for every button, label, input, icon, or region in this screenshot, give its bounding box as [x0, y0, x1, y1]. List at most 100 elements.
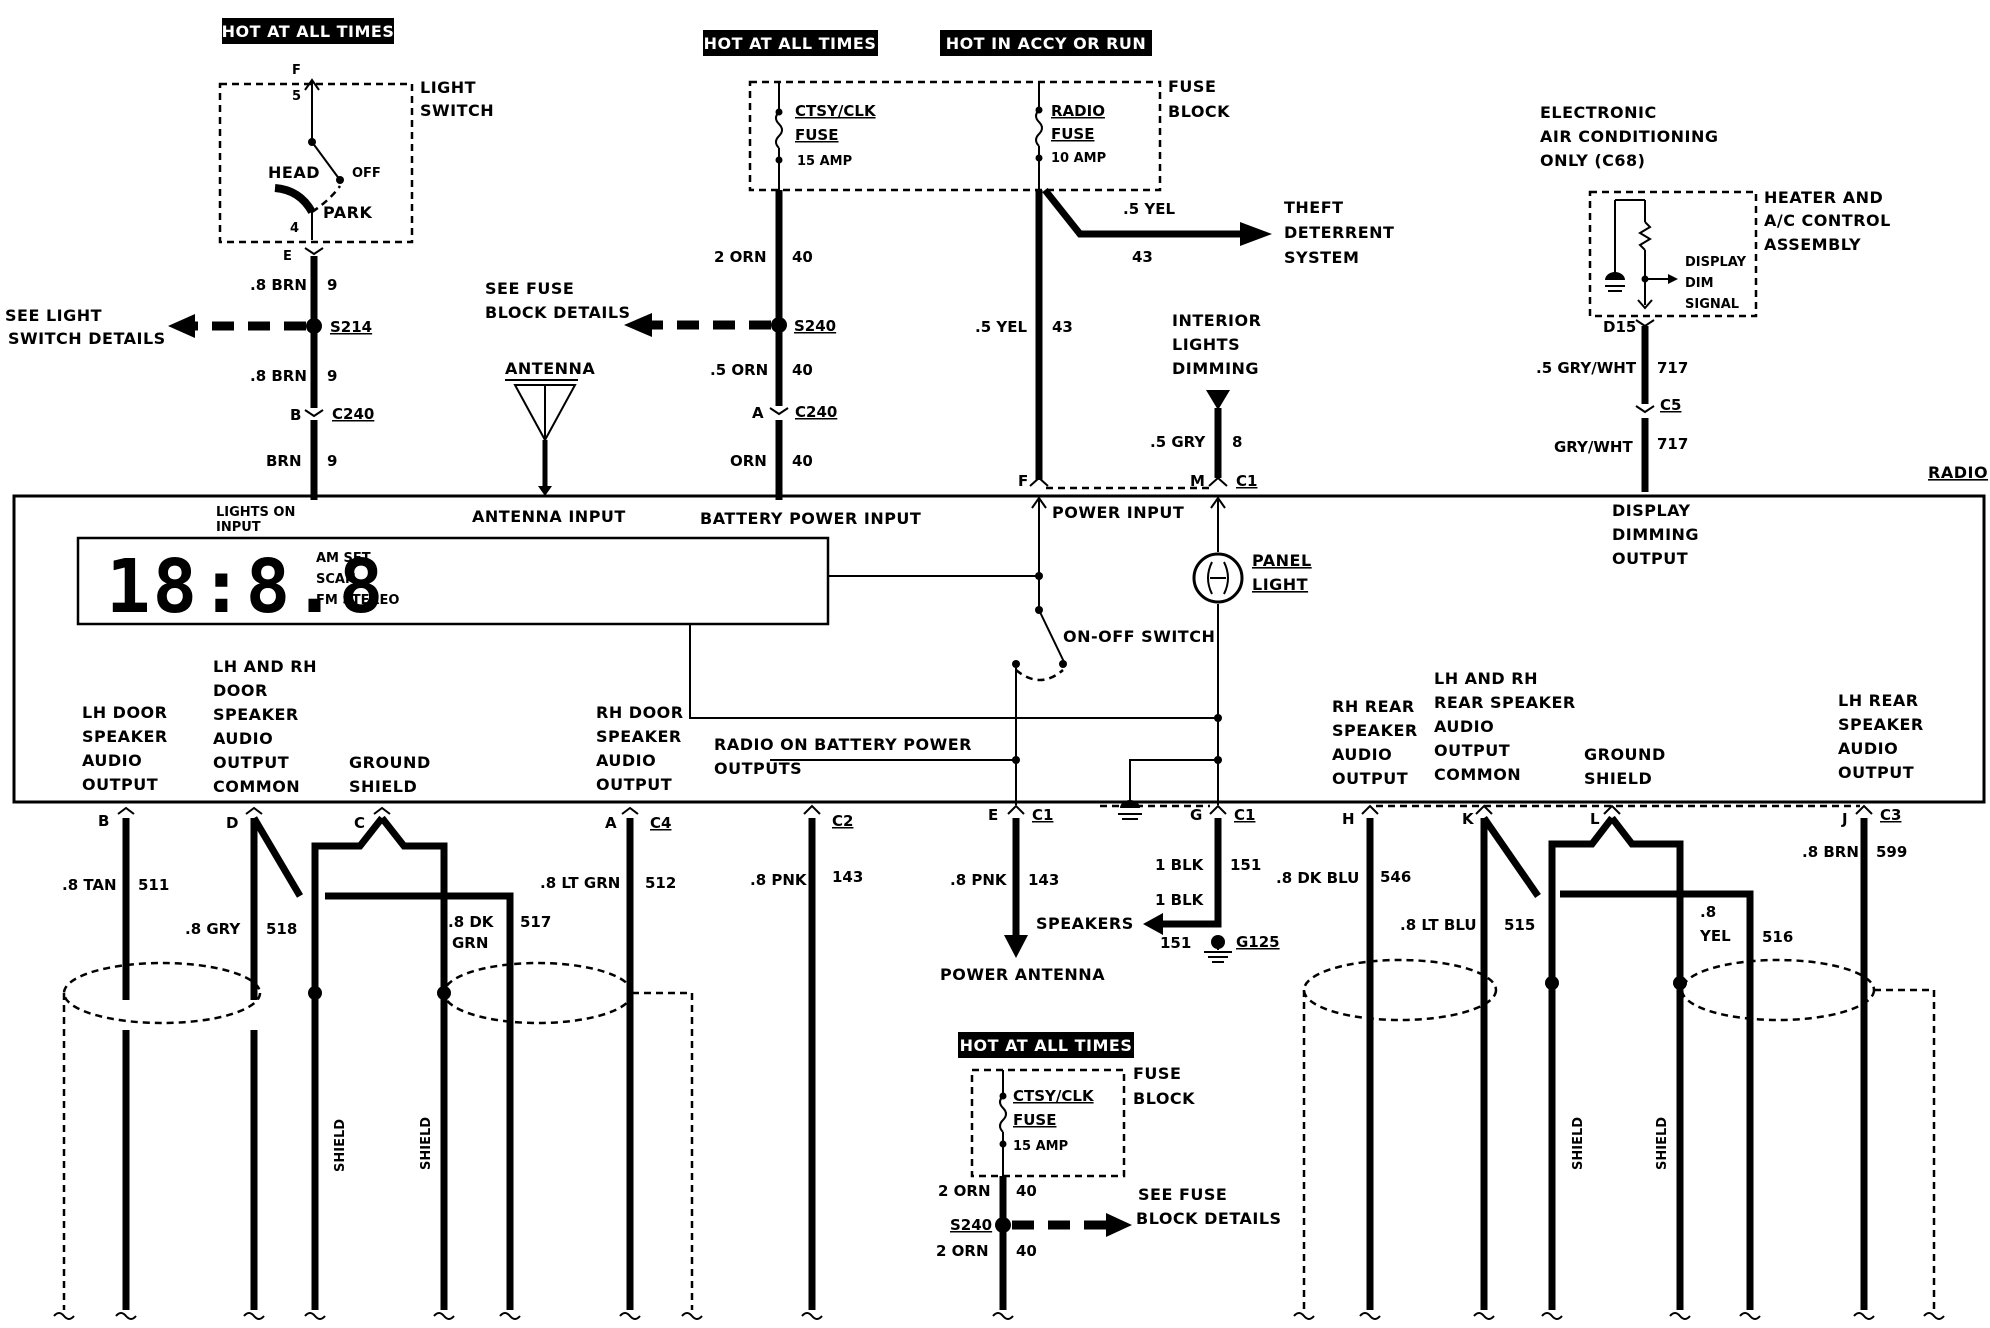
lights-on-feed: .8 BRN 9 S214 SEE LIGHT SWITCH DETAILS .…	[5, 247, 374, 500]
svg-text:GRY/WHT: GRY/WHT	[1554, 438, 1633, 456]
svg-text:RH REAR: RH REAR	[1332, 697, 1415, 716]
svg-text:LH DOOR: LH DOOR	[82, 703, 167, 722]
svg-text:SHIELD: SHIELD	[419, 1117, 434, 1170]
svg-text:A/C CONTROL: A/C CONTROL	[1764, 211, 1891, 230]
svg-text:516: 516	[1762, 928, 1793, 946]
svg-text:A: A	[752, 404, 764, 422]
svg-text:M: M	[1190, 472, 1205, 490]
svg-text:40: 40	[1016, 1242, 1037, 1260]
svg-text:C1: C1	[1236, 472, 1257, 490]
svg-text:43: 43	[1132, 248, 1153, 266]
svg-text:.8 BRN: .8 BRN	[250, 276, 307, 294]
svg-text:151: 151	[1160, 934, 1191, 952]
svg-text:LH AND RH: LH AND RH	[1434, 669, 1538, 688]
svg-text:LIGHT: LIGHT	[1252, 575, 1308, 594]
svg-text:FUSE: FUSE	[1133, 1064, 1181, 1083]
svg-text:515: 515	[1504, 916, 1535, 934]
svg-text:BLOCK DETAILS: BLOCK DETAILS	[485, 303, 631, 322]
svg-text:GROUND: GROUND	[1584, 745, 1666, 764]
svg-text:YEL: YEL	[1699, 927, 1731, 945]
heater-ac-control: ELECTRONIC AIR CONDITIONING ONLY (C68) H…	[1536, 103, 1891, 492]
chassis-ground-icon	[1118, 796, 1142, 820]
svg-text:HOT AT ALL TIMES: HOT AT ALL TIMES	[960, 1036, 1133, 1055]
svg-text:SHIELD: SHIELD	[333, 1119, 348, 1172]
svg-text:40: 40	[1016, 1182, 1037, 1200]
svg-text:AUDIO: AUDIO	[213, 729, 273, 748]
svg-text:143: 143	[832, 868, 863, 886]
svg-text:OFF: OFF	[352, 166, 381, 181]
svg-text:K: K	[1462, 810, 1475, 828]
svg-text:DOOR: DOOR	[213, 681, 268, 700]
svg-text:.8 BRN: .8 BRN	[250, 367, 307, 385]
svg-text:SPEAKERS: SPEAKERS	[1036, 914, 1134, 933]
svg-text:1 BLK: 1 BLK	[1155, 891, 1205, 909]
wire-break-marks	[53, 1312, 1945, 1320]
svg-text:B: B	[290, 406, 301, 424]
antenna: ANTENNA	[505, 359, 595, 496]
svg-text:AUDIO: AUDIO	[1838, 739, 1898, 758]
svg-text:SHIELD: SHIELD	[349, 777, 417, 796]
svg-text:HOT IN ACCY OR RUN: HOT IN ACCY OR RUN	[946, 34, 1147, 53]
svg-text:SHIELD: SHIELD	[1655, 1117, 1670, 1170]
svg-text:LH AND RH: LH AND RH	[213, 657, 317, 676]
svg-text:GRN: GRN	[452, 934, 488, 952]
svg-text:8: 8	[1232, 433, 1242, 451]
svg-text:.8 TAN: .8 TAN	[62, 876, 117, 894]
svg-text:4: 4	[290, 221, 299, 236]
svg-text:C240: C240	[795, 403, 837, 421]
svg-text:LIGHTS ON: LIGHTS ON	[216, 505, 295, 520]
fuse-block-top: FUSE BLOCK CTSY/CLK FUSE 15 AMP RADIO FU…	[748, 77, 1230, 192]
svg-text:.8 BRN: .8 BRN	[1802, 843, 1859, 861]
svg-text:.5 GRY/WHT: .5 GRY/WHT	[1536, 359, 1637, 377]
svg-text:.8 DK BLU: .8 DK BLU	[1276, 869, 1359, 887]
svg-text:SEE LIGHT: SEE LIGHT	[5, 306, 102, 325]
svg-text:RH DOOR: RH DOOR	[596, 703, 684, 722]
svg-text:9: 9	[327, 452, 337, 470]
hot-label-fuse-right: HOT IN ACCY OR RUN	[940, 30, 1152, 56]
svg-text:.5 ORN: .5 ORN	[710, 361, 768, 379]
svg-text:AUDIO: AUDIO	[596, 751, 656, 770]
svg-text:C: C	[354, 814, 365, 832]
svg-text:40: 40	[792, 248, 813, 266]
svg-text:15 AMP: 15 AMP	[1013, 1139, 1068, 1154]
svg-text:E: E	[283, 249, 292, 264]
svg-text:.8 DK: .8 DK	[448, 913, 495, 931]
svg-text:G: G	[1190, 806, 1202, 824]
svg-text:THEFT: THEFT	[1284, 198, 1344, 217]
svg-text:BATTERY POWER INPUT: BATTERY POWER INPUT	[700, 509, 921, 528]
radio-fuse-feed: .5 YEL 43 THEFT DETERRENT SYSTEM .5 YEL …	[975, 187, 1394, 490]
svg-text:C1: C1	[1032, 806, 1053, 824]
svg-text:ANTENNA INPUT: ANTENNA INPUT	[472, 507, 626, 526]
svg-text:BLOCK: BLOCK	[1133, 1089, 1195, 1108]
svg-text:C5: C5	[1660, 396, 1681, 414]
svg-text:OUTPUT: OUTPUT	[596, 775, 672, 794]
svg-text:POWER ANTENNA: POWER ANTENNA	[940, 965, 1105, 984]
svg-text:SHIELD: SHIELD	[1584, 769, 1652, 788]
svg-text:HOT AT ALL TIMES: HOT AT ALL TIMES	[222, 22, 395, 41]
hot-label-light-switch: HOT AT ALL TIMES	[222, 18, 395, 44]
splice-s240-bottom	[995, 1217, 1011, 1233]
svg-text:517: 517	[520, 913, 551, 931]
svg-text:717: 717	[1657, 359, 1688, 377]
svg-text:S240: S240	[950, 1216, 992, 1234]
svg-text:SPEAKER: SPEAKER	[213, 705, 299, 724]
svg-text:OUTPUT: OUTPUT	[82, 775, 158, 794]
svg-text:F: F	[1018, 472, 1028, 490]
svg-text:.8: .8	[1700, 903, 1716, 921]
svg-text:L: L	[1590, 810, 1600, 828]
svg-text:ONLY (C68): ONLY (C68)	[1540, 151, 1645, 170]
svg-text:DISPLAY: DISPLAY	[1685, 255, 1747, 270]
svg-text:2 ORN: 2 ORN	[714, 248, 767, 266]
svg-text:40: 40	[792, 452, 813, 470]
svg-text:CTSY/CLK: CTSY/CLK	[795, 102, 877, 120]
svg-text:OUTPUTS: OUTPUTS	[714, 759, 802, 778]
svg-text:D: D	[226, 814, 238, 832]
svg-text:.8 PNK: .8 PNK	[950, 871, 1008, 889]
svg-text:SPEAKER: SPEAKER	[82, 727, 168, 746]
svg-text:.5 YEL: .5 YEL	[1123, 200, 1175, 218]
radio-unit: RADIO LIGHTS ON INPUT ANTENNA INPUT BATT…	[12, 463, 1988, 805]
svg-text:H: H	[1342, 810, 1355, 828]
svg-text:PANEL: PANEL	[1252, 551, 1312, 570]
svg-text:DETERRENT: DETERRENT	[1284, 223, 1394, 242]
